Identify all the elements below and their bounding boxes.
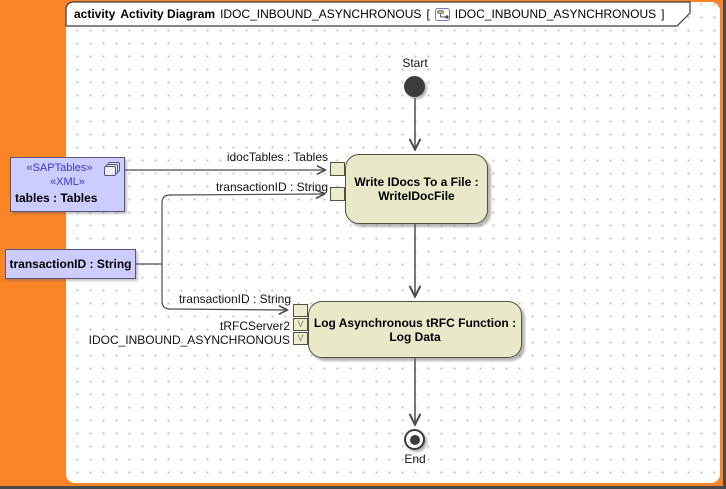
end-label: End — [404, 452, 426, 466]
start-label: Start — [402, 56, 428, 70]
activity-diagram-icon — [434, 7, 450, 21]
pin-idoctables[interactable] — [330, 162, 345, 176]
action-write-idocs[interactable]: Write IDocs To a File : WriteIDocFile — [345, 154, 488, 224]
diagram-name: IDOC_INBOUND_ASYNCHRONOUS — [220, 7, 422, 21]
initial-node[interactable] — [404, 76, 425, 97]
edge-label-idoctables[interactable]: idocTables : Tables — [226, 150, 328, 164]
value-pin-trfcserver2[interactable]: V — [293, 318, 308, 331]
tables-param-name: tables : Tables — [15, 191, 98, 205]
edge-label-transactionid-bottom[interactable]: transactionID : String — [178, 292, 291, 306]
open-bracket: [ — [426, 7, 430, 21]
pin-label-trfcserver2[interactable]: tRFCServer2 — [219, 319, 290, 333]
frame-keyword: activity — [74, 7, 116, 21]
frame-context-name: IDOC_INBOUND_ASYNCHRONOUS — [454, 7, 657, 21]
final-node-dot — [409, 434, 420, 445]
action-log-trfc[interactable]: Log Asynchronous tRFC Function : Log Dat… — [308, 301, 522, 358]
value-pin-glyph: V — [297, 319, 304, 329]
edge-label-transactionid-top[interactable]: transactionID : String — [215, 180, 328, 194]
frame-title: activity Activity Diagram IDOC_INBOUND_A… — [74, 6, 665, 22]
diagram-type: Activity Diagram — [120, 7, 216, 21]
diagram-canvas[interactable] — [66, 2, 720, 483]
value-pin-idoc-inbound[interactable]: V — [293, 332, 308, 345]
stereotype-saptables: «SAPTables» — [26, 162, 93, 174]
close-bracket: ] — [661, 7, 665, 21]
tables-icon — [104, 162, 121, 181]
value-pin-glyph: V — [297, 333, 304, 343]
stereotype-xml: «XML» — [50, 176, 85, 188]
pin-transactionid-log[interactable] — [293, 304, 308, 317]
activity-final-node[interactable] — [404, 429, 425, 450]
parameter-node-transactionid[interactable]: transactionID : String — [5, 249, 136, 279]
pin-label-idoc-inbound[interactable]: IDOC_INBOUND_ASYNCHRONOUS — [88, 333, 290, 347]
parameter-node-tables[interactable]: «SAPTables» «XML» tables : Tables — [10, 157, 125, 212]
transactionid-param-name: transactionID : String — [9, 257, 132, 271]
pin-transactionid-write[interactable] — [330, 187, 345, 201]
